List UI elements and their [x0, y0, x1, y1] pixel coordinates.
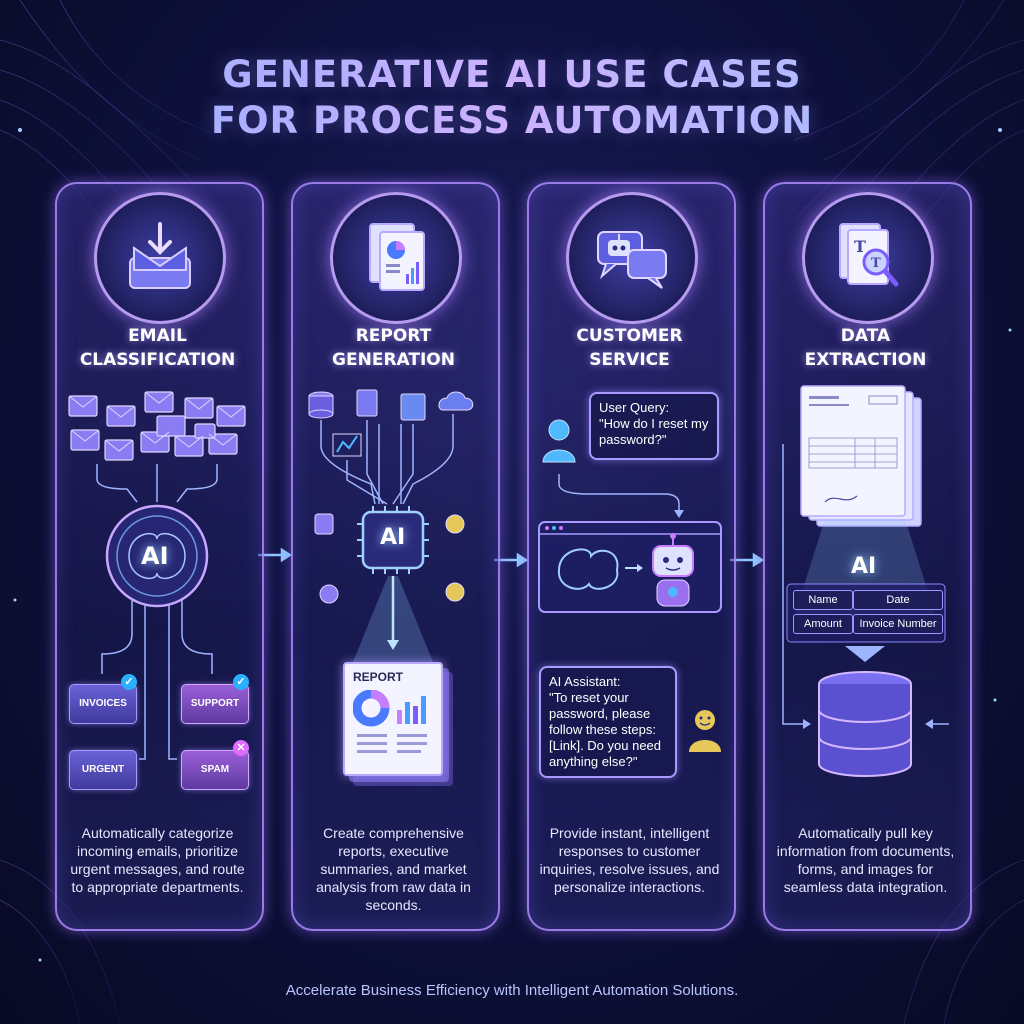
chat-bot-icon [566, 192, 698, 324]
assistant-reply-bubble: AI Assistant: "To reset your password, p… [539, 666, 677, 778]
panel-description: Provide instant, intelligent responses t… [539, 825, 720, 895]
database-icon [308, 391, 334, 419]
assistant-label: AI Assistant: [549, 674, 621, 689]
panel-title: CUSTOMER SERVICE [529, 324, 730, 372]
ai-label: AI [380, 525, 406, 550]
check-icon: ✓ [121, 674, 137, 690]
panel-description: Automatically categorize incoming emails… [70, 825, 245, 895]
data-extraction-flow: AI Name Date Amount Invoice Number [765, 184, 966, 925]
data-extraction-panel: T T DATA EXTRACTION [763, 182, 972, 931]
title-line-1: GENERATIVE AI USE CASES [222, 53, 802, 96]
panel-title: DATA EXTRACTION [765, 324, 966, 372]
customer-service-panel: CUSTOMER SERVICE [527, 182, 736, 931]
user-icon [542, 419, 576, 463]
email-classification-panel: EMAIL CLASSIFICATION [55, 182, 264, 931]
field-name: Name [793, 590, 853, 610]
email-flow-diagram: AI INVOICES ✓ SUPPORT ✓ URGENT SPAM ✕ [57, 184, 258, 925]
panel-title-line-2: CLASSIFICATION [79, 350, 236, 370]
text-search-document-icon: T T [802, 192, 934, 324]
svg-text:T: T [871, 256, 881, 271]
user-query-label: User Query: [599, 400, 670, 415]
panel-title-line-2: GENERATION [332, 350, 455, 370]
report-label: REPORT [353, 670, 404, 684]
folder-urgent: URGENT [69, 750, 137, 790]
footer-tagline: Accelerate Business Efficiency with Inte… [285, 982, 739, 999]
report-flow-diagram: AI REPORT [293, 184, 494, 925]
check-icon: ✓ [233, 674, 249, 690]
page-title: GENERATIVE AI USE CASES FOR PROCESS AUTO… [0, 52, 1024, 144]
report-charts [353, 690, 427, 753]
panel-title-line-1: REPORT [355, 326, 432, 346]
title-line-2: FOR PROCESS AUTOMATION [210, 99, 814, 142]
panel-title-line-2: SERVICE [589, 350, 670, 370]
report-document-icon [330, 192, 462, 324]
report-document: REPORT [343, 662, 443, 776]
x-icon: ✕ [233, 740, 249, 756]
panel-title-line-1: EMAIL [128, 326, 187, 346]
customer-service-flow: User Query: "How do I reset my password?… [529, 184, 730, 925]
folder-invoices: INVOICES [69, 684, 137, 724]
folder-support: SUPPORT [181, 684, 249, 724]
panel-title: EMAIL CLASSIFICATION [57, 324, 258, 372]
ai-label: AI [851, 554, 877, 579]
panel-title: REPORT GENERATION [293, 324, 494, 372]
email-inbox-icon [94, 192, 226, 324]
folder-spam: SPAM [181, 750, 249, 790]
field-invoice-number: Invoice Number [853, 614, 943, 634]
svg-text:T: T [854, 237, 866, 256]
panel-title-line-2: EXTRACTION [804, 350, 927, 370]
panel-description: Automatically pull key information from … [776, 825, 955, 895]
assistant-text: "To reset your password, please follow t… [549, 690, 662, 769]
panel-title-line-1: DATA [840, 326, 891, 346]
report-generation-panel: REPORT GENERATION [291, 182, 500, 931]
user-query-text: "How do I reset my password?" [599, 416, 709, 447]
panel-title-line-1: CUSTOMER [576, 326, 683, 346]
database-icon [818, 671, 912, 777]
user-query-bubble: User Query: "How do I reset my password?… [589, 392, 719, 460]
field-amount: Amount [793, 614, 853, 634]
ai-label: AI [141, 542, 169, 570]
field-date: Date [853, 590, 943, 610]
assistant-avatar-icon [689, 710, 721, 752]
panel-description: Create comprehensive reports, executive … [316, 825, 471, 913]
